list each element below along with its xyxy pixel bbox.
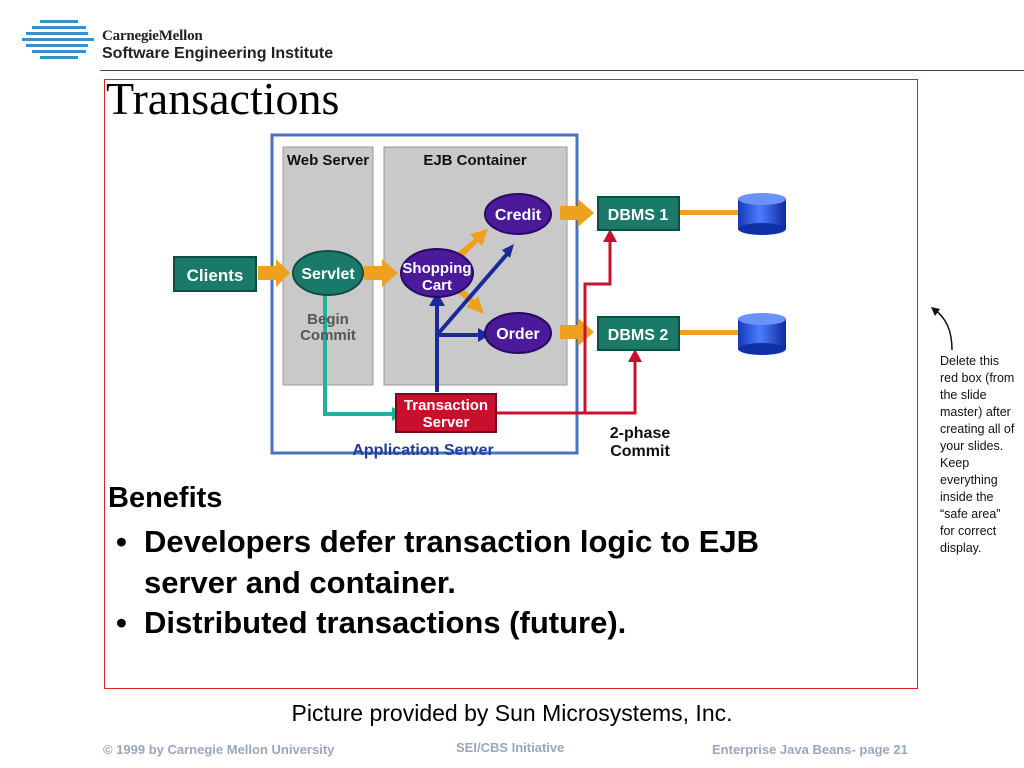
ejb-container-label: EJB Container	[423, 152, 527, 169]
note-pointer-arrow	[933, 308, 953, 351]
order-label: Order	[496, 326, 540, 343]
safe-area-box	[104, 79, 918, 689]
header-divider	[100, 70, 1024, 71]
cart-to-credit-arrow	[456, 229, 488, 258]
slide-title: Transactions	[106, 73, 340, 124]
sei-logo-icon	[22, 20, 94, 59]
clients-label: Clients	[187, 266, 244, 285]
dbms1-label: DBMS 1	[608, 207, 669, 224]
footer-initiative: SEI/CBS Initiative	[456, 740, 565, 755]
credit-node	[484, 193, 552, 235]
credit-label: Credit	[495, 207, 542, 224]
order-node	[484, 312, 552, 354]
commit-phase-label: Commit	[610, 443, 670, 460]
shopping-label: Shopping	[402, 260, 471, 277]
clients-to-servlet-arrow	[258, 259, 290, 287]
application-server-frame	[270, 133, 579, 455]
web-server-label: Web Server	[287, 152, 369, 169]
footer-page: Enterprise Java Beans- page 21	[712, 742, 908, 757]
transaction-label: Transaction	[404, 397, 488, 414]
shopping-cart-node	[400, 248, 474, 298]
org-name-line1: CarnegieMellon	[102, 28, 203, 44]
server-label: Server	[423, 414, 470, 431]
picture-credit: Picture provided by Sun Microsystems, In…	[291, 700, 733, 726]
dbms2-db-link	[680, 330, 740, 335]
two-phase-label: 2-phase	[610, 425, 671, 442]
footer-copyright: © 1999 by Carnegie Mellon University	[103, 742, 335, 757]
bullet-item: • Developers defer transaction logic to …	[116, 521, 816, 603]
clients-box	[173, 256, 257, 292]
bullet-text: Distributed transactions (future).	[144, 605, 627, 640]
dbms1-db-link	[680, 210, 740, 215]
cart-to-order-arrow	[456, 288, 484, 314]
bullet-marker: •	[116, 605, 127, 640]
servlet-to-cart-arrow	[364, 259, 398, 287]
txserver-to-credit-line	[435, 251, 510, 337]
database1-icon	[738, 193, 786, 235]
commit-label: Commit	[300, 327, 356, 344]
bullet-marker: •	[116, 524, 127, 559]
dbms2-box	[597, 316, 680, 351]
org-name-line2: Software Engineering Institute	[102, 45, 334, 62]
application-server-label: Application Server	[352, 442, 493, 459]
bullet-text: Developers defer transaction logic to EJ…	[144, 524, 760, 600]
two-phase-line-dbms2	[496, 360, 637, 415]
servlet-node	[292, 250, 364, 296]
credit-to-dbms1-arrow	[560, 199, 594, 227]
begin-label: Begin	[307, 311, 349, 328]
servlet-to-txserver-line	[323, 292, 395, 416]
safe-area-note: Delete this red box (from the slide mast…	[940, 354, 1015, 555]
dbms2-label: DBMS 2	[608, 327, 669, 344]
database2-icon	[738, 313, 786, 355]
dbms1-box	[597, 196, 680, 231]
transaction-server-box	[395, 393, 497, 433]
benefits-heading: Benefits	[108, 482, 223, 514]
cart-label: Cart	[422, 277, 452, 294]
bullet-item: • Distributed transactions (future).	[116, 602, 816, 643]
servlet-label: Servlet	[301, 266, 355, 283]
